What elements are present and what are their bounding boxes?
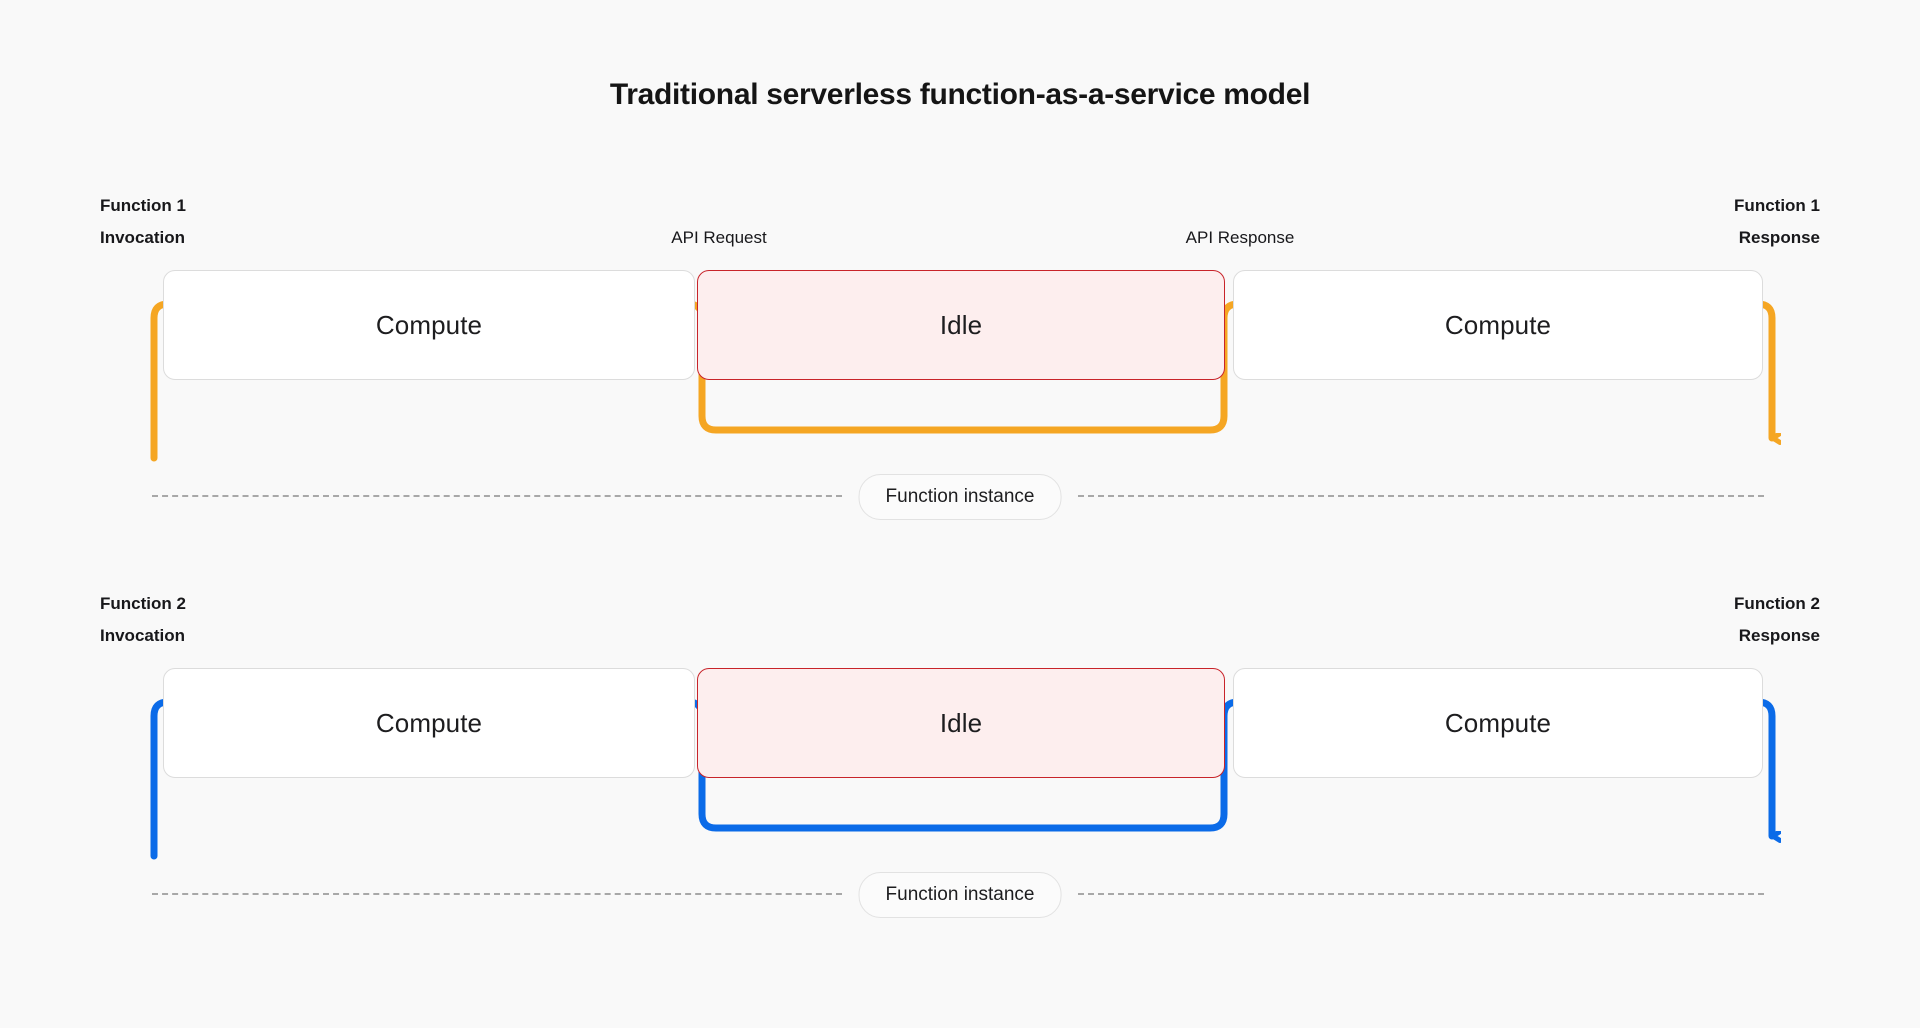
function-2-compute-segment-2[interactable]: Compute (1233, 668, 1763, 778)
function-2-compute-segment-1[interactable]: Compute (163, 668, 695, 778)
function-1-compute-segment-1[interactable]: Compute (163, 270, 695, 380)
function-2-segments: Compute Idle Compute (0, 668, 1920, 796)
function-2-instance-dash-left (152, 893, 842, 895)
function-1-response-label: Function 1 Response (1734, 196, 1820, 247)
function-1-instance-row: Function instance (0, 474, 1920, 520)
function-1-invocation-label: Function 1 Invocation (100, 196, 186, 247)
function-1-instance-dash-right (1078, 495, 1764, 497)
function-2-invocation-label: Function 2 Invocation (100, 594, 186, 645)
page-title: Traditional serverless function-as-a-ser… (609, 78, 1311, 111)
function-1-instance-pill[interactable]: Function instance (858, 474, 1062, 520)
function-2-labels: Function 2 Invocation Function 2 Respons… (98, 588, 1822, 658)
function-1-labels: Function 1 Invocation API Request API Re… (98, 190, 1822, 260)
function-2-instance-row: Function instance (0, 872, 1920, 918)
function-1-compute-segment-2[interactable]: Compute (1233, 270, 1763, 380)
function-1-api-response-label: API Response (1185, 228, 1295, 247)
function-2-instance-pill[interactable]: Function instance (858, 872, 1062, 918)
function-1-instance-dash-left (152, 495, 842, 497)
function-1-segments: Compute Idle Compute (0, 270, 1920, 398)
function-2-instance-dash-right (1078, 893, 1764, 895)
function-1-api-request-label: API Request (671, 228, 767, 247)
function-2-idle-segment[interactable]: Idle (697, 668, 1225, 778)
function-1-idle-segment[interactable]: Idle (697, 270, 1225, 380)
function-2-response-label: Function 2 Response (1734, 594, 1820, 645)
